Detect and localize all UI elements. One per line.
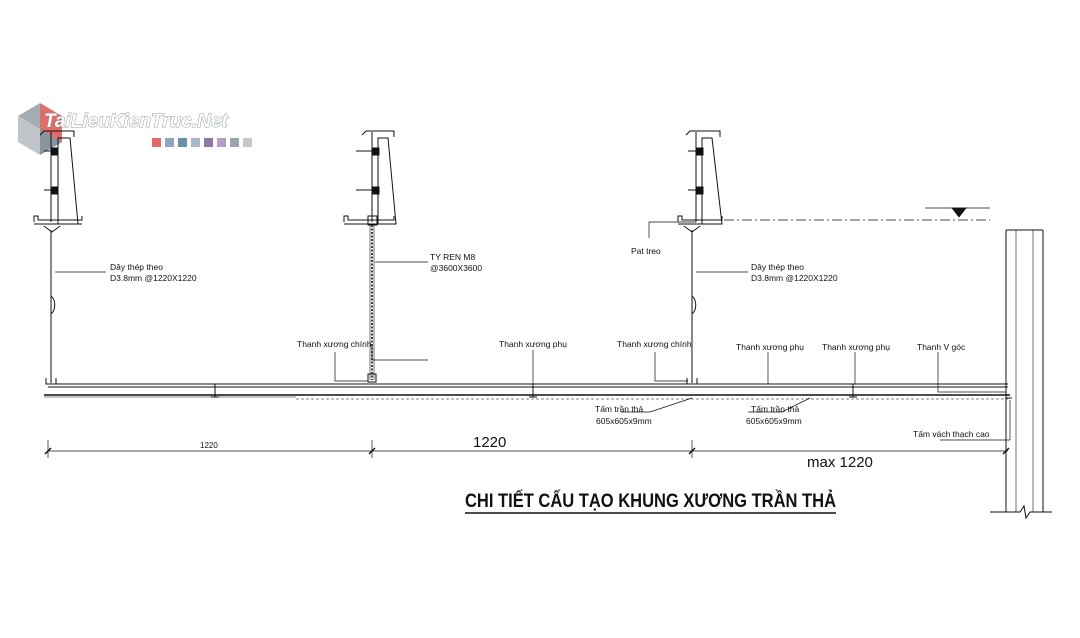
logo-color-swatches xyxy=(152,138,252,147)
label-tam-tran-2-line1: Tấm trần thả xyxy=(751,404,799,414)
label-day-thep-1-line2: D3.8mm @1220X1220 xyxy=(110,273,197,283)
label-tam-tran-2-line2: 605x605x9mm xyxy=(746,416,802,426)
drawing-title: CHI TIẾT CẤU TẠO KHUNG XƯƠNG TRẦN THẢ xyxy=(465,490,836,514)
label-thanh-v-goc: Thanh V góc xyxy=(917,342,966,352)
cross-tee-ticks xyxy=(211,384,857,398)
label-tam-vach: Tấm vách thạch cao xyxy=(913,429,990,439)
gypsum-wall xyxy=(990,229,1052,520)
logo-swatch xyxy=(217,138,226,147)
ceiling-rail xyxy=(44,383,1010,400)
label-pat-treo: Pat treo xyxy=(631,246,661,256)
label-day-thep-1-line1: Dây thép theo xyxy=(110,262,163,272)
logo-swatch xyxy=(152,138,161,147)
ceiling-level-marker xyxy=(706,207,990,221)
label-day-thep-2-line1: Dây thép theo xyxy=(751,262,804,272)
logo-swatch xyxy=(204,138,213,147)
annotations: Dây thép theo D3.8mm @1220X1220 TY REN M… xyxy=(110,246,990,471)
label-ty-ren-line1: TY REN M8 xyxy=(430,252,475,262)
threaded-rod-m8 xyxy=(367,225,377,383)
suspension-wire-1 xyxy=(45,230,57,385)
label-tam-tran-1-line1: Tấm trần thả xyxy=(595,404,643,414)
leader-lines xyxy=(55,221,1011,441)
suspension-wire-2 xyxy=(686,230,698,385)
label-thanh-xuong-phu-2: Thanh xương phụ xyxy=(736,342,804,352)
logo-swatch xyxy=(230,138,239,147)
logo-swatch xyxy=(191,138,200,147)
dimension-lines xyxy=(44,440,1010,470)
watermark-logo: TaiLieuKienTruc.Net xyxy=(18,103,252,155)
label-tam-tran-1-line2: 605x605x9mm xyxy=(596,416,652,426)
dimension-label-1: 1220 xyxy=(200,441,218,450)
logo-text: TaiLieuKienTruc.Net xyxy=(44,111,228,132)
logo-swatch xyxy=(243,138,252,147)
label-ty-ren-line2: @3600X3600 xyxy=(430,263,482,273)
label-thanh-xuong-chinh-2: Thanh xương chính xyxy=(617,339,692,349)
hanger-bracket-3 xyxy=(677,130,723,233)
logo-swatch xyxy=(178,138,187,147)
title-text: CHI TIẾT CẤU TẠO KHUNG XƯƠNG TRẦN THẢ xyxy=(465,490,836,512)
label-thanh-xuong-phu-3: Thanh xương phụ xyxy=(822,342,890,352)
hanger-bracket-1 xyxy=(33,130,83,233)
label-thanh-xuong-chinh-1: Thanh xương chính xyxy=(297,339,372,349)
dimension-label-2: 1220 xyxy=(473,434,506,451)
dimension-label-3: max 1220 xyxy=(807,454,873,471)
logo-swatch xyxy=(165,138,174,147)
label-day-thep-2-line2: D3.8mm @1220X1220 xyxy=(751,273,838,283)
label-thanh-xuong-phu-1: Thanh xương phụ xyxy=(499,339,567,349)
hanger-bracket-2 xyxy=(343,130,397,226)
